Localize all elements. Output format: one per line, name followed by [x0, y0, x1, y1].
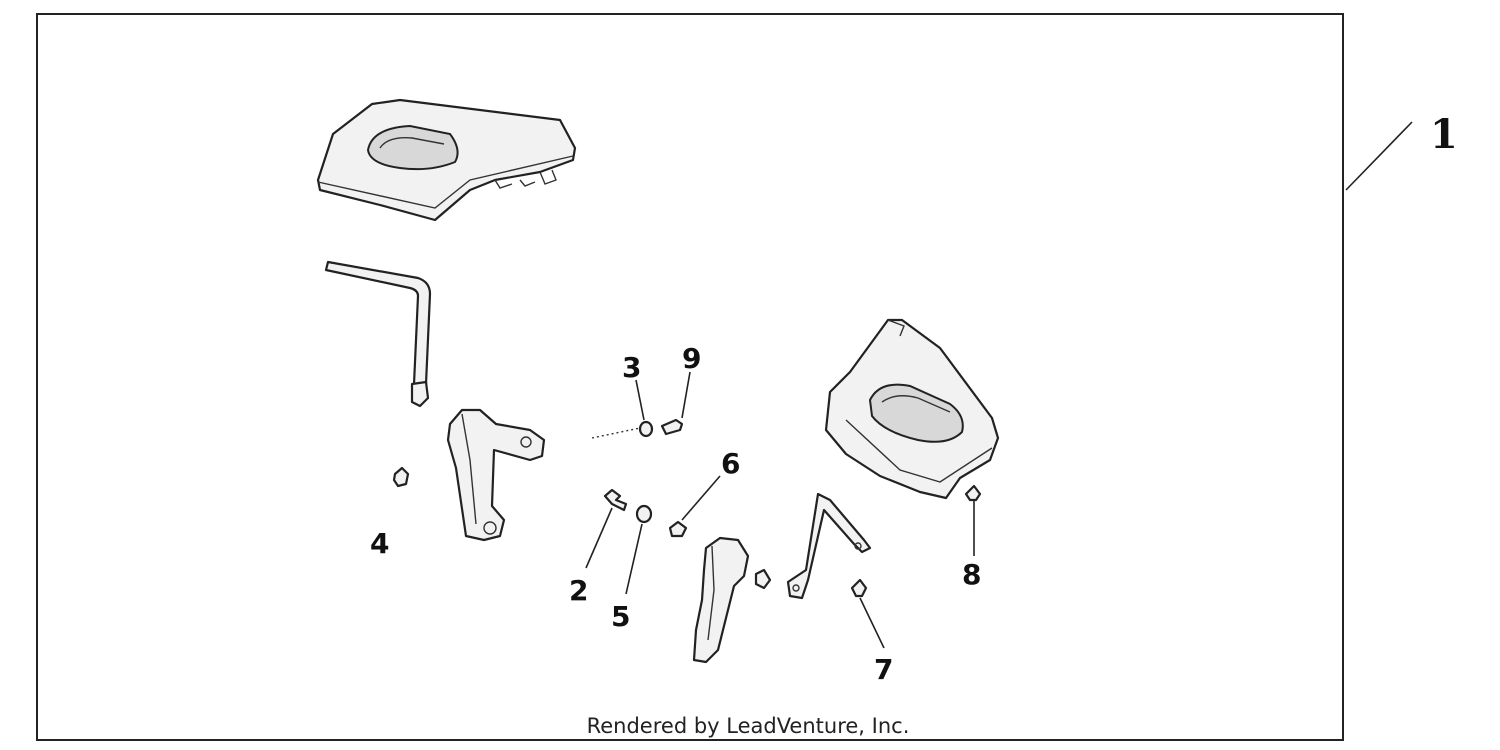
leader-line-9 [681, 371, 691, 419]
callout-1: 1 [1430, 111, 1458, 158]
screw-part-7 [850, 578, 868, 598]
nut-part-4 [392, 466, 410, 488]
leader-line-6 [681, 475, 721, 521]
leader-line-5 [625, 523, 643, 595]
leader-line-3 [635, 379, 645, 421]
screw-part-8 [964, 484, 982, 502]
callout-8: 8 [962, 558, 981, 591]
callout-5: 5 [611, 600, 630, 633]
leader-line-2 [585, 507, 613, 569]
mount-bracket-right [692, 536, 772, 664]
backrest-pad-left [316, 98, 577, 222]
assembly-axis-dashed [591, 427, 641, 439]
backrest-pad-right [824, 318, 1000, 500]
bolt-part-2 [603, 488, 628, 512]
leader-line-7 [859, 597, 885, 649]
callout-9: 9 [682, 342, 701, 375]
support-rod-left [324, 260, 432, 408]
callout-2: 2 [569, 574, 588, 607]
leader-line-1 [1345, 121, 1413, 191]
mount-bracket-left [446, 408, 546, 542]
callout-6: 6 [721, 447, 740, 480]
callout-3: 3 [622, 351, 641, 384]
callout-7: 7 [874, 653, 893, 686]
bolt-part-9 [660, 418, 684, 436]
render-credit: Rendered by LeadVenture, Inc. [587, 714, 910, 738]
washer-part-3 [638, 420, 654, 438]
support-rod-right [786, 492, 872, 600]
nut-part-6 [668, 520, 688, 538]
diagram-frame [36, 13, 1344, 741]
callout-4: 4 [370, 527, 389, 560]
washer-part-5 [635, 504, 653, 524]
